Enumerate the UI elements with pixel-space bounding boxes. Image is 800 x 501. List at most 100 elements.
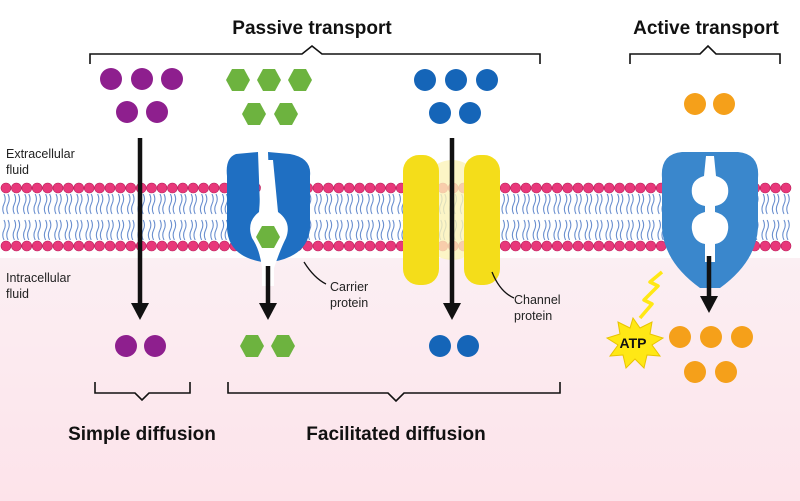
simple-diffusion-arrow [131, 138, 149, 320]
lipid-tail [501, 193, 505, 215]
lipid-tail [203, 193, 208, 215]
lipid-tail [574, 193, 578, 215]
lipid-tail [127, 193, 131, 215]
lipid-tail [95, 219, 100, 241]
lipid-tail [515, 219, 520, 241]
lipid-head [156, 240, 168, 252]
lipid-head [94, 182, 105, 194]
lipid-tail [85, 193, 89, 215]
lipid-head [312, 240, 324, 252]
lipid-head [115, 240, 126, 252]
lipid-tail [27, 193, 31, 215]
lipid-tail [387, 193, 391, 215]
lipid-tail [318, 193, 322, 215]
lipid-tail [775, 219, 780, 241]
channel-molecules-inside [429, 335, 479, 357]
lipid-tail [58, 193, 62, 215]
lipid-tail [615, 219, 620, 241]
lipid-tail [532, 193, 537, 215]
lipid-tail [168, 193, 173, 215]
lipid-tail [391, 219, 395, 241]
active-molecule [713, 93, 735, 115]
lipid-head [520, 182, 532, 194]
lipid-head [156, 182, 168, 194]
lipid-tail [54, 193, 58, 215]
lipid-tail [64, 193, 69, 215]
lipid-head [780, 182, 792, 194]
lipid-tail [43, 193, 48, 215]
channel-protein [403, 155, 500, 285]
lipid-tail [64, 219, 69, 241]
lipid-tail [771, 193, 776, 215]
channel-protein-left [403, 155, 439, 285]
lipid-tail [501, 219, 505, 241]
lipid-head [11, 240, 22, 252]
lipid-tail [116, 193, 121, 215]
lipid-tail [339, 219, 343, 241]
lipid-tail [657, 219, 661, 241]
lipid-tail [162, 219, 166, 241]
lipid-tail [557, 219, 561, 241]
lipid-tail [183, 193, 187, 215]
lipid-head [572, 240, 584, 252]
lipid-tail [68, 193, 73, 215]
lipid-tail [147, 219, 152, 241]
lipid-tail [335, 193, 339, 215]
lipid-tail [23, 219, 27, 241]
lipid-tail [33, 193, 37, 215]
lipid-head [375, 182, 386, 194]
lipid-tail [214, 219, 218, 241]
simple-molecule [115, 335, 137, 357]
lipid-head [167, 240, 178, 252]
lipid-head [323, 182, 334, 194]
lipid-tail [359, 219, 364, 241]
pump-channel [691, 156, 729, 262]
lipid-tail [526, 219, 530, 241]
passive-transport-heading: Passive transport [232, 18, 392, 39]
lipid-head [104, 182, 116, 194]
lipid-tail [2, 193, 6, 215]
lipid-tail [366, 219, 370, 241]
lipid-head [551, 240, 563, 252]
lipid-head [499, 240, 511, 252]
lipid-tail [99, 219, 104, 241]
simple-molecule [116, 101, 138, 123]
lipid-head [614, 182, 625, 194]
lipid-tail [75, 219, 79, 241]
lipid-tail [179, 193, 183, 215]
lipid-tail [397, 219, 401, 241]
lipid-tail [526, 193, 530, 215]
lipid-tail [6, 219, 10, 241]
lipid-tail [376, 193, 381, 215]
lipid-tail [106, 193, 110, 215]
lipid-tail [162, 193, 166, 215]
lipid-head [0, 240, 12, 252]
lipid-tail [339, 193, 343, 215]
lipid-tail [172, 193, 177, 215]
lipid-tail [536, 193, 541, 215]
lipid-tail [6, 193, 10, 215]
channel-molecule [429, 335, 451, 357]
lipid-head [499, 182, 511, 194]
lipid-tail [366, 193, 370, 215]
lipid-head [364, 182, 376, 194]
lipid-head [198, 240, 209, 252]
intracellular-background [0, 258, 800, 501]
channel-molecule [476, 69, 498, 91]
lipid-head [73, 240, 85, 252]
lipid-tail [609, 193, 613, 215]
lipid-tail [220, 193, 225, 215]
lipid-tail [193, 193, 197, 215]
channel-molecule [457, 335, 479, 357]
lipid-tail [349, 193, 353, 215]
lipid-head [593, 240, 605, 252]
lipid-head [343, 182, 355, 194]
simple-molecule [100, 68, 122, 90]
lipid-tail [75, 193, 79, 215]
lipid-tail [651, 193, 655, 215]
lipid-head [780, 240, 792, 252]
lipid-head [177, 240, 189, 252]
carrier-molecule [226, 69, 250, 91]
active-molecule [684, 361, 706, 383]
lipid-tail [543, 219, 547, 241]
